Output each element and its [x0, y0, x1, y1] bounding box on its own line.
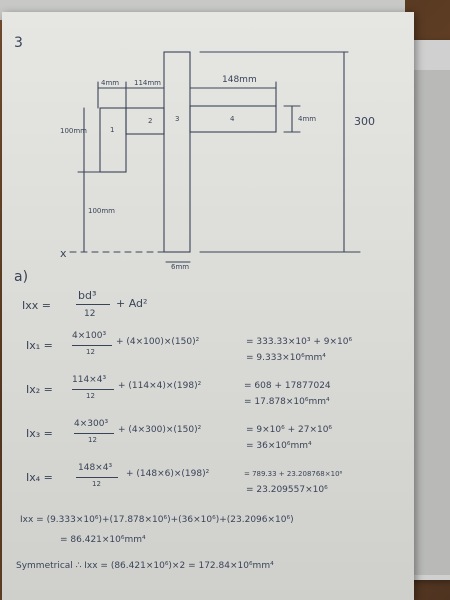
dim-total-height-label: 300: [354, 115, 375, 128]
ix1-result-2: = 9.333×10⁶mm⁴: [246, 353, 326, 363]
ix2-denominator: 12: [86, 392, 95, 400]
dim-left-height-label: 100mm: [60, 127, 87, 135]
formula-tail: + Ad²: [116, 297, 148, 310]
part-heading: a): [14, 269, 29, 285]
ix2-result-1: = 608 + 17877024: [244, 381, 331, 391]
ix4-lhs: Ix₄ =: [26, 471, 53, 484]
ix2-result-2: = 17.878×10⁶mm⁴: [244, 397, 330, 407]
ix1-fraction-bar: [72, 345, 112, 346]
ix3-fraction-bar: [74, 433, 114, 434]
dim-top-left-label: 4mm: [101, 79, 120, 87]
page-number: 3: [14, 35, 23, 51]
formula-lhs: Ixx =: [22, 299, 51, 312]
axis-label-x: x: [60, 247, 67, 260]
ix4-second-term: + (148×6)×(198)²: [126, 469, 210, 479]
dim-top-right-label: 148mm: [222, 75, 257, 85]
ix3-result-2: = 36×10⁶mm⁴: [246, 441, 312, 451]
part-label-1: 1: [110, 126, 115, 134]
formula-numerator: bd³: [78, 289, 97, 302]
formula-denominator: 12: [84, 309, 96, 319]
part-3-outline: [163, 51, 191, 253]
ix3-numerator: 4×300³: [74, 419, 109, 429]
formula-fraction-bar: [76, 304, 110, 305]
total-result: = 86.421×10⁶mm⁴: [60, 535, 146, 545]
ix4-result-1: = 789.33 + 23.208768×10⁶: [244, 470, 343, 478]
ix4-result-2: = 23.209557×10⁶: [246, 485, 328, 495]
ix2-fraction-bar: [72, 389, 114, 390]
ix3-lhs: Ix₃ =: [26, 427, 53, 440]
ix2-lhs: Ix₂ =: [26, 383, 53, 396]
ix3-result-1: = 9×10⁶ + 27×10⁶: [246, 425, 333, 435]
ix1-lhs: Ix₁ =: [26, 339, 53, 352]
dim-top-mid-label: 114mm: [134, 79, 161, 87]
dim-lower-height-label: 100mm: [88, 207, 115, 215]
part-label-3: 3: [175, 115, 180, 123]
part-4-outline: [189, 105, 277, 133]
symmetrical-line: Symmetrical ∴ Ixx = (86.421×10⁶)×2 = 172…: [16, 561, 274, 571]
total-line: Ixx = (9.333×10⁶)+(17.878×10⁶)+(36×10⁶)+…: [20, 515, 294, 525]
ix1-second-term: + (4×100)×(150)²: [116, 337, 200, 347]
ix3-second-term: + (4×300)×(150)²: [118, 425, 202, 435]
dim-flange-thk-label: 4mm: [298, 115, 317, 123]
ix4-fraction-bar: [76, 477, 118, 478]
handwritten-paper-sheet: [2, 12, 414, 600]
part-1-outline: [99, 107, 127, 173]
part-label-2: 2: [148, 117, 153, 125]
ix3-denominator: 12: [88, 436, 97, 444]
ix1-numerator: 4×100³: [72, 331, 107, 341]
ix4-denominator: 12: [92, 480, 101, 488]
ix1-result-1: = 333.33×10³ + 9×10⁶: [246, 337, 353, 347]
ix1-denominator: 12: [86, 348, 95, 356]
part-2-outline: [125, 107, 165, 135]
ix2-numerator: 114×4³: [72, 375, 107, 385]
ix2-second-term: + (114×4)×(198)²: [118, 381, 202, 391]
part-label-4: 4: [230, 115, 235, 123]
dim-bottom-width-label: 6mm: [171, 263, 190, 271]
ix4-numerator: 148×4³: [78, 463, 113, 473]
